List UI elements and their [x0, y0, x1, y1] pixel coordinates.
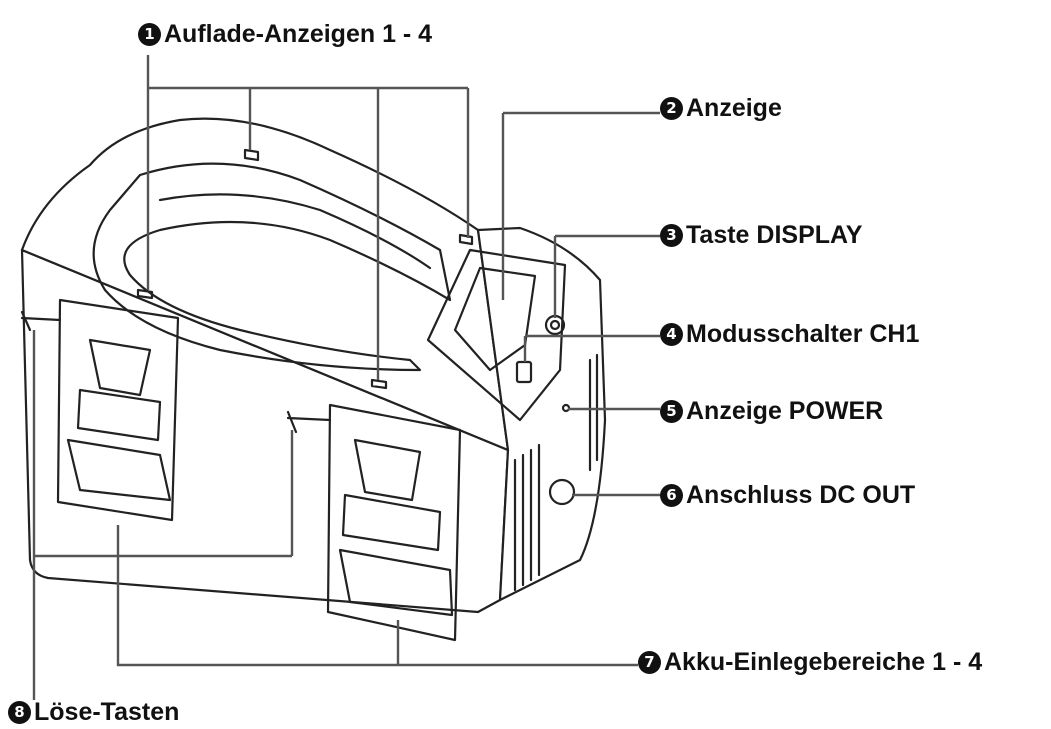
- callout-label: Taste DISPLAY: [686, 223, 862, 248]
- callout-display: 2 Anzeige: [660, 96, 782, 121]
- callout-display-button: 3 Taste DISPLAY: [660, 223, 862, 248]
- callout-release-buttons: 8 Löse-Tasten: [8, 700, 179, 725]
- number-badge: 8: [8, 701, 31, 724]
- callout-dc-out: 6 Anschluss DC OUT: [660, 483, 915, 508]
- number-badge: 3: [660, 224, 683, 247]
- number-badge: 6: [660, 484, 683, 507]
- callout-label: Löse-Tasten: [34, 700, 179, 725]
- callout-label: Akku-Einlegebereiche 1 - 4: [664, 650, 982, 675]
- callout-power-indicator: 5 Anzeige POWER: [660, 399, 883, 424]
- number-badge: 2: [660, 97, 683, 120]
- number-badge: 7: [638, 651, 661, 674]
- callout-label: Auflade-Anzeigen 1 - 4: [164, 22, 432, 47]
- callout-label: Anzeige: [686, 96, 782, 121]
- number-badge: 5: [660, 400, 683, 423]
- callout-label: Anschluss DC OUT: [686, 483, 915, 508]
- number-badge: 4: [660, 323, 683, 346]
- callout-mode-switch: 4 Modusschalter CH1: [660, 322, 919, 347]
- callout-battery-bays: 7 Akku-Einlegebereiche 1 - 4: [638, 650, 982, 675]
- callout-label: Modusschalter CH1: [686, 322, 919, 347]
- callout-charge-indicators: 1 Auflade-Anzeigen 1 - 4: [138, 22, 432, 47]
- number-badge: 1: [138, 23, 161, 46]
- callout-label: Anzeige POWER: [686, 399, 883, 424]
